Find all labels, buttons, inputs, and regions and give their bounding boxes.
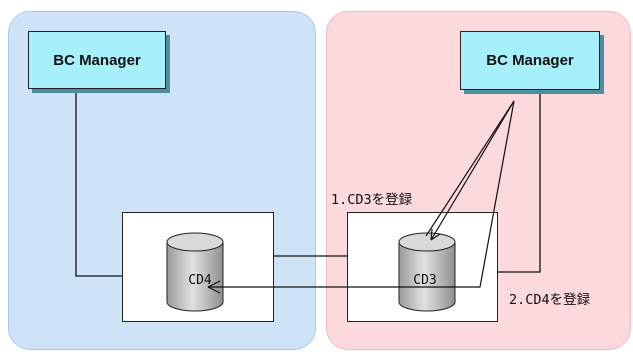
step1-arrows xyxy=(425,100,515,241)
cd4-disk-icon xyxy=(166,232,224,312)
bc-manager-right-box: BC Manager xyxy=(460,31,600,90)
bc-manager-right-label: BC Manager xyxy=(486,52,574,69)
right-manager-link xyxy=(498,90,541,273)
bc-manager-left-label: BC Manager xyxy=(53,51,141,69)
bc-manager-left-box: BC Manager xyxy=(28,31,166,89)
cd4-label: CD4 xyxy=(188,273,212,288)
cd3-disk-icon xyxy=(398,232,456,312)
step-2-label: 2.CD4を登録 xyxy=(509,292,591,308)
cd3-label: CD3 xyxy=(413,273,437,288)
step-1-label: 1.CD3を登録 xyxy=(331,192,413,208)
left-manager-link xyxy=(75,89,122,277)
step2-arrow xyxy=(207,100,515,294)
